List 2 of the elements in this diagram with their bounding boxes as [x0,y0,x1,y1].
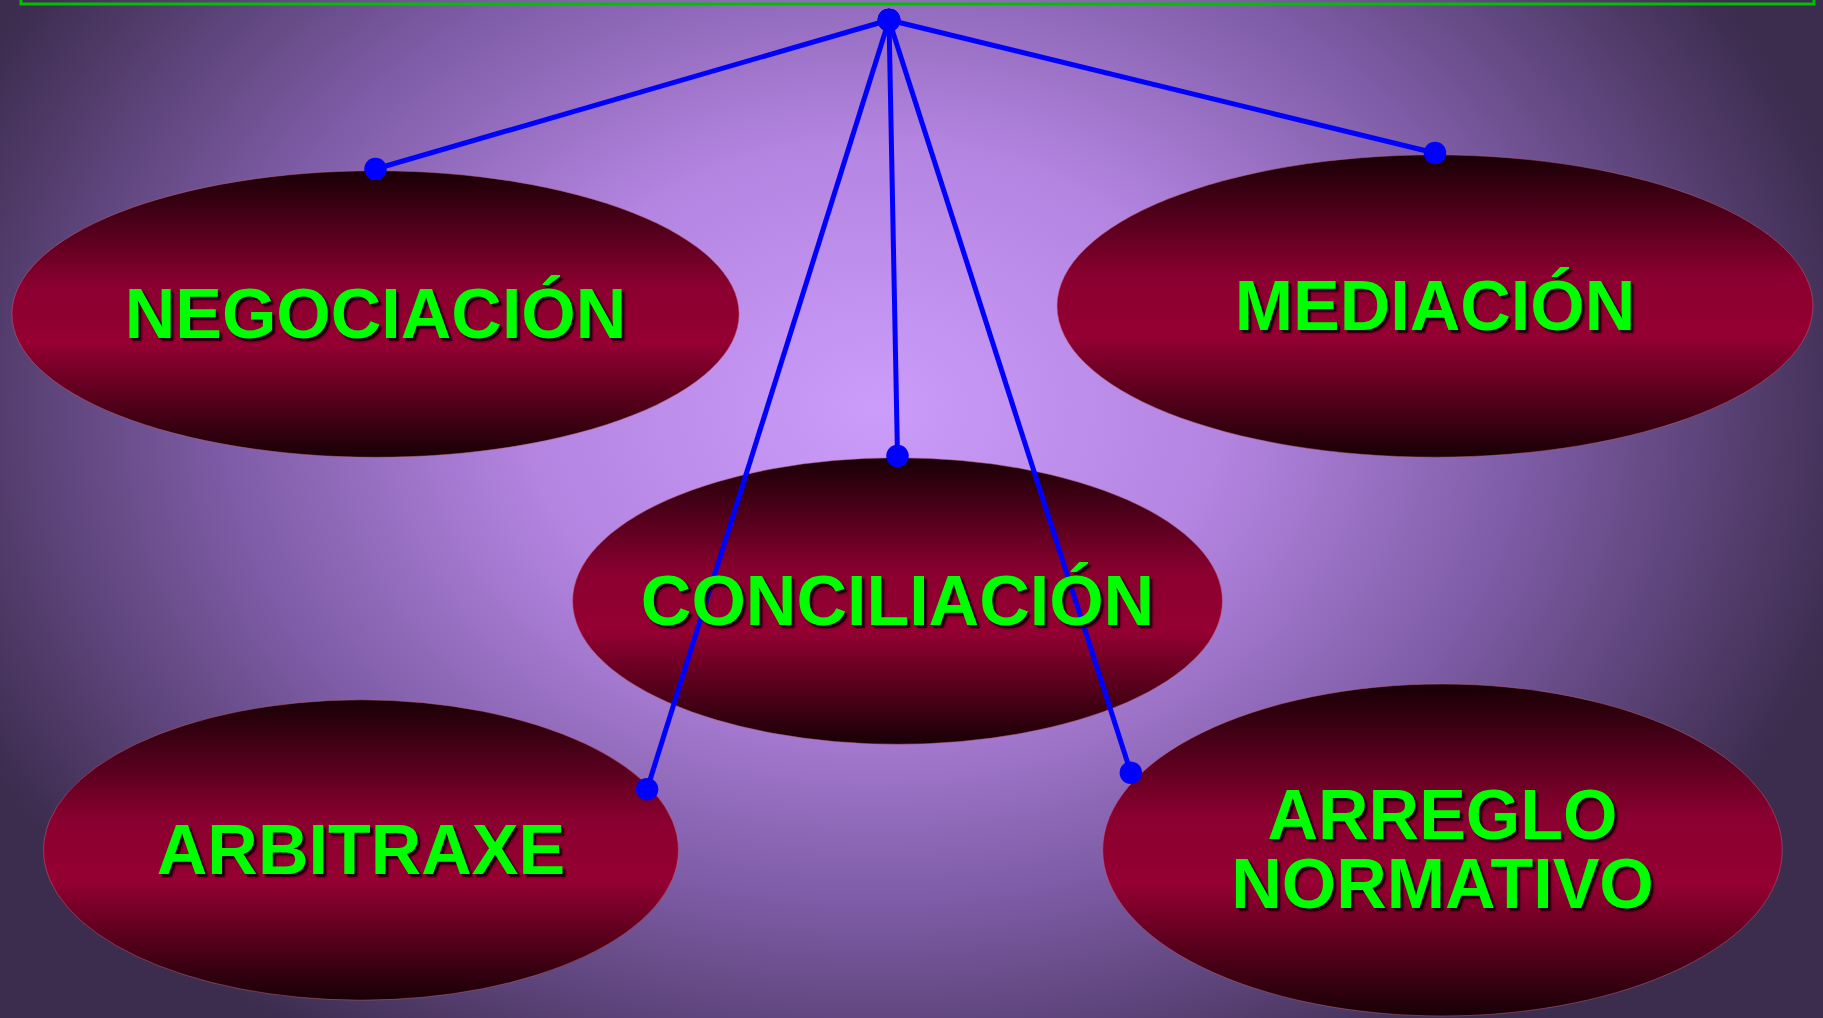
node-label: ARREGLO NORMATIVO [1230,781,1655,919]
node-label: ARBITRAXE [156,815,566,885]
